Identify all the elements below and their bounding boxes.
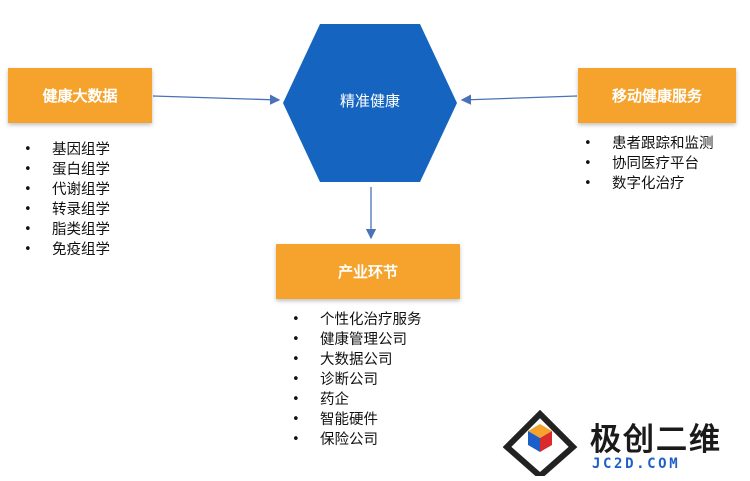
industry-box: 产业环节 [276, 244, 460, 299]
big-data-title: 健康大数据 [42, 87, 118, 105]
list-item: 智能硬件 [292, 410, 422, 430]
list-item: 转录组学 [24, 200, 110, 220]
industry-list: 个性化治疗服务 健康管理公司 大数据公司 诊断公司 药企 智能硬件 保险公司 [292, 310, 422, 450]
mobile-health-list: 患者跟踪和监测 协同医疗平台 数字化治疗 [584, 134, 714, 194]
list-item: 免疫组学 [24, 240, 110, 260]
arrow-mobile-to-center [460, 94, 578, 105]
center-label: 精准健康 [339, 92, 400, 110]
list-item: 大数据公司 [292, 350, 422, 370]
list-item: 诊断公司 [292, 370, 422, 390]
list-item: 脂类组学 [24, 220, 110, 240]
list-item: 健康管理公司 [292, 330, 422, 350]
mobile-health-title: 移动健康服务 [611, 87, 702, 105]
list-item: 蛋白组学 [24, 160, 110, 180]
list-item: 个性化治疗服务 [292, 310, 422, 330]
mobile-health-box: 移动健康服务 [578, 68, 736, 123]
watermark-title: 极创二维 [590, 422, 722, 458]
list-item: 患者跟踪和监测 [584, 134, 714, 154]
list-item: 协同医疗平台 [584, 154, 714, 174]
list-item: 保险公司 [292, 430, 422, 450]
industry-title: 产业环节 [337, 263, 398, 281]
list-item: 基因组学 [24, 140, 110, 160]
list-item: 数字化治疗 [584, 174, 714, 194]
list-item: 药企 [292, 390, 422, 410]
arrow-bigdata-to-center [152, 94, 281, 105]
list-item: 代谢组学 [24, 180, 110, 200]
watermark-logo-icon [503, 410, 578, 476]
big-data-list: 基因组学 蛋白组学 代谢组学 转录组学 脂类组学 免疫组学 [24, 140, 110, 260]
watermark-url: JC2D.COM [592, 456, 681, 472]
big-data-box: 健康大数据 [8, 68, 152, 123]
